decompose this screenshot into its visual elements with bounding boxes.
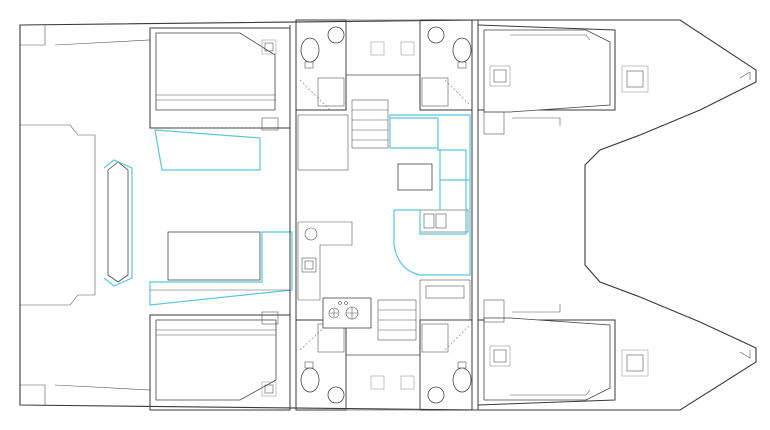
toilet-icon xyxy=(452,367,472,393)
hatch-icon xyxy=(400,375,415,390)
sink-icon xyxy=(427,386,445,404)
bed-icon xyxy=(483,317,611,401)
head-port-aft xyxy=(295,19,347,111)
hatch-icon xyxy=(489,345,511,367)
toilet-icon xyxy=(300,367,320,393)
shower-icon xyxy=(317,77,345,107)
toilet-icon xyxy=(300,37,320,63)
hatch-icon xyxy=(400,41,415,56)
saloon-sofa xyxy=(389,114,471,276)
sink-icon xyxy=(301,257,317,273)
shower-icon xyxy=(421,77,449,107)
bed-icon xyxy=(155,32,276,111)
bed-icon xyxy=(155,319,277,401)
hatch-icon xyxy=(261,381,277,397)
hatch-icon xyxy=(489,65,511,87)
fwd-cabin-starboard xyxy=(477,299,649,406)
stove-icon xyxy=(322,297,372,329)
saloon-table xyxy=(397,163,433,191)
shower-icon xyxy=(421,323,449,353)
hatch-icon xyxy=(621,65,649,93)
nav-desk xyxy=(297,114,349,171)
sink-icon xyxy=(427,26,445,44)
stairs-bottom xyxy=(377,299,417,341)
sink-icon xyxy=(327,26,345,44)
bed-icon xyxy=(483,29,611,113)
cockpit xyxy=(103,129,293,306)
fwd-cabin-port xyxy=(477,24,649,135)
sink-icon xyxy=(327,386,345,404)
saloon xyxy=(297,114,471,329)
aft-cabin-port xyxy=(149,27,291,131)
stairs-top xyxy=(351,99,389,149)
toilet-icon xyxy=(452,37,472,63)
hatch-icon xyxy=(370,41,385,56)
galley-counter xyxy=(297,221,353,301)
cockpit-seat-lower xyxy=(149,231,293,306)
cockpit-seat-upper xyxy=(154,129,261,171)
hull-outline xyxy=(19,19,757,411)
aft-bench xyxy=(107,161,129,283)
hatch-icon xyxy=(370,375,385,390)
head-port-fwd xyxy=(419,19,473,111)
cockpit-table xyxy=(167,231,261,281)
hatch-icon xyxy=(261,39,277,55)
hatch-icon xyxy=(621,349,649,377)
